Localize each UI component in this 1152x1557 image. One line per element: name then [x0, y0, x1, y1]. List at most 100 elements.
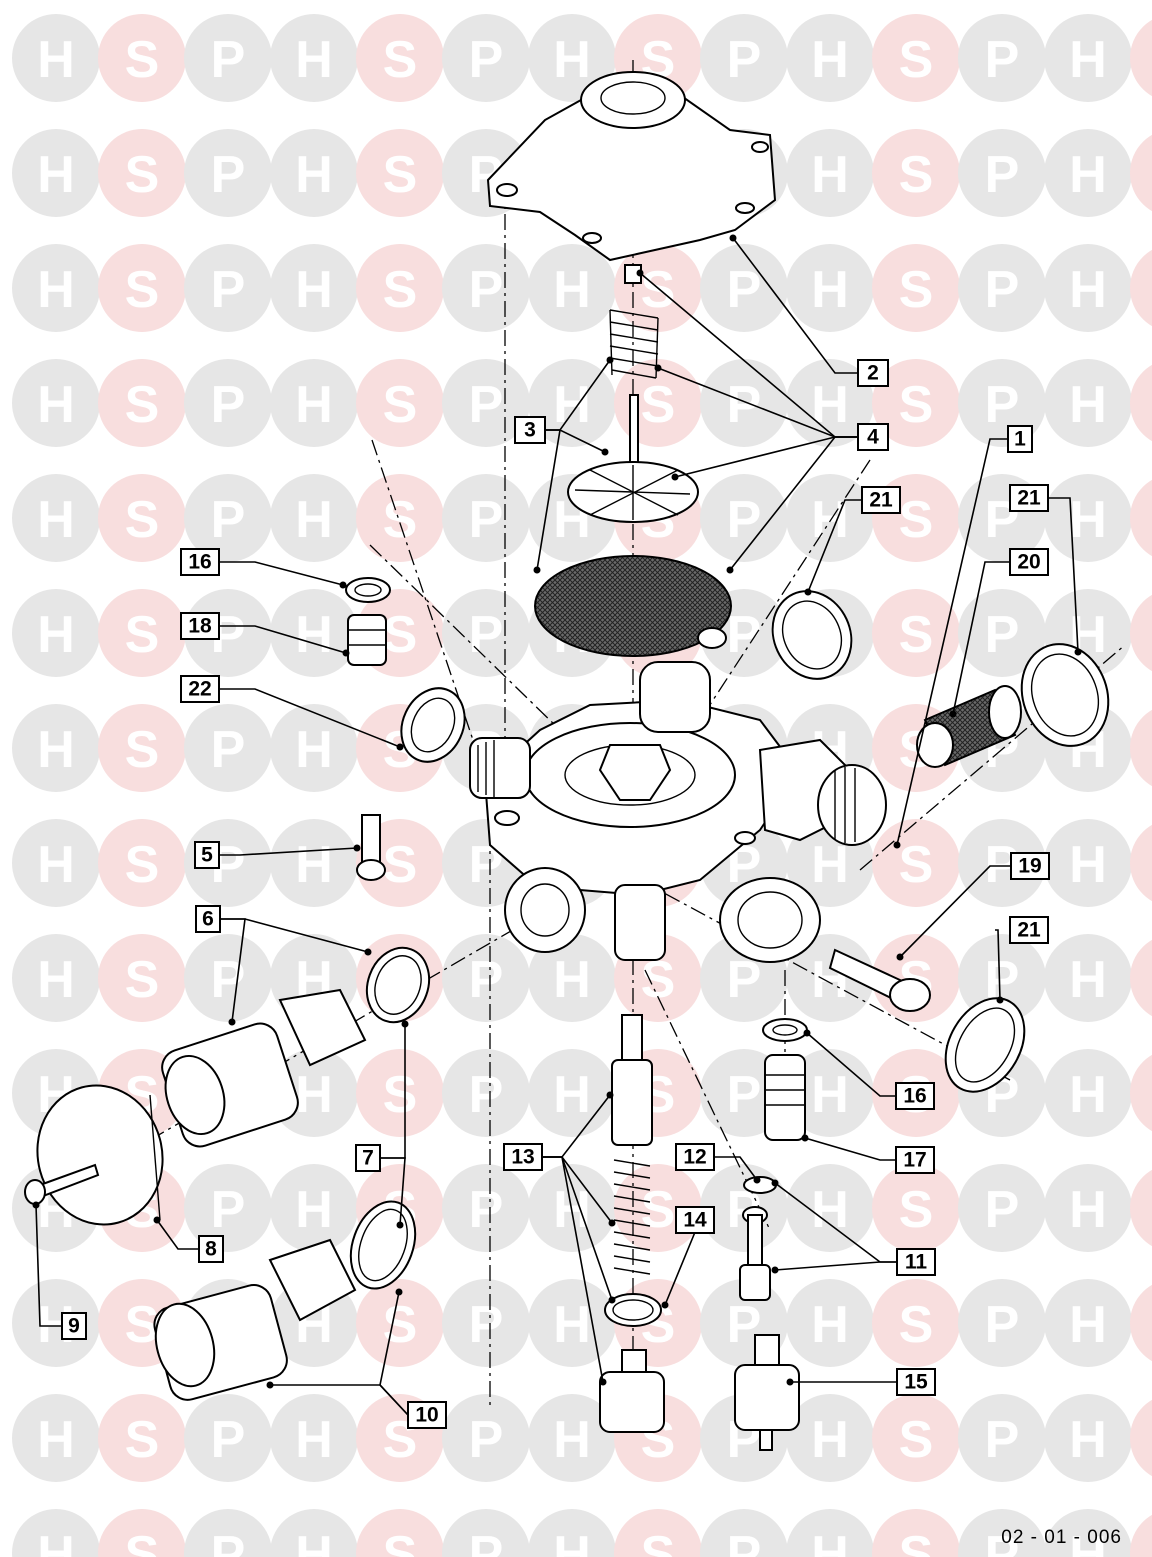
callout-13: 13	[503, 1143, 543, 1171]
watermark-tile: H	[270, 1164, 358, 1252]
watermark-tile: S	[1130, 364, 1152, 442]
part-seal-ring-left	[400, 687, 466, 763]
svg-text:P: P	[985, 261, 1020, 319]
svg-text:H: H	[1069, 951, 1107, 1009]
part-seal-ring-right	[1020, 643, 1110, 747]
watermark-tile: H	[12, 1509, 100, 1557]
watermark-tile: S	[356, 1509, 444, 1557]
watermark-tile: H	[1044, 1279, 1132, 1367]
part-check-valve-left	[599, 1349, 665, 1433]
watermark-tile: S	[872, 129, 960, 217]
svg-text:S: S	[125, 491, 160, 549]
watermark-tile: H	[12, 704, 100, 792]
watermark-tile: H	[528, 1509, 616, 1557]
watermark-tile: H	[1044, 934, 1132, 1022]
watermark-tile: S	[614, 1509, 702, 1557]
svg-text:S: S	[899, 376, 934, 434]
svg-text:P: P	[211, 146, 246, 204]
svg-text:P: P	[211, 721, 246, 779]
watermark-tile: S	[98, 1509, 186, 1557]
callout-7: 7	[355, 1144, 381, 1172]
svg-text:H: H	[37, 146, 75, 204]
callout-16-lower: 16	[895, 1082, 935, 1110]
svg-text:H: H	[1069, 31, 1107, 89]
svg-text:H: H	[37, 491, 75, 549]
part-top-cover	[486, 71, 777, 262]
part-check-valve-right	[734, 1334, 800, 1451]
callout-8-label: 8	[205, 1238, 217, 1261]
svg-text:P: P	[469, 951, 504, 1009]
part-plug	[347, 614, 387, 666]
watermark-tile: H	[270, 1394, 358, 1482]
callout-3: 3	[514, 416, 546, 444]
svg-text:P: P	[985, 146, 1020, 204]
callout-20: 20	[1009, 548, 1049, 576]
watermark-tile: H	[1044, 359, 1132, 447]
watermark-tile: P	[958, 14, 1046, 102]
svg-text:S: S	[125, 376, 160, 434]
callout-22-label: 22	[188, 678, 211, 701]
callout-15: 15	[896, 1368, 936, 1396]
callout-2: 2	[857, 359, 889, 387]
watermark-tile: P	[958, 1394, 1046, 1482]
svg-text:S: S	[899, 491, 934, 549]
part-seal-ring-upper	[771, 590, 853, 680]
svg-text:S: S	[899, 1526, 934, 1557]
watermark-tile: S	[1130, 479, 1152, 557]
svg-text:S: S	[125, 146, 160, 204]
svg-text:P: P	[727, 31, 762, 89]
callout-21-upper-label: 21	[869, 489, 893, 512]
callout-17: 17	[895, 1146, 935, 1174]
diagram-reference-code: 02 - 01 - 006	[1001, 1527, 1122, 1548]
watermark-tile: S	[356, 1049, 444, 1137]
watermark-tile: S	[1130, 19, 1152, 97]
watermark-tile: S	[1130, 1169, 1152, 1247]
svg-text:H: H	[295, 721, 333, 779]
watermark-tile: S	[98, 704, 186, 792]
svg-text:P: P	[727, 376, 762, 434]
watermark-tile: H	[12, 14, 100, 102]
watermark-tile: S	[1130, 1514, 1152, 1557]
part-diaphragm	[534, 555, 732, 657]
svg-text:H: H	[295, 1066, 333, 1124]
callout-1-label: 1	[1014, 428, 1026, 451]
watermark-tile: H	[786, 1509, 874, 1557]
callout-18: 18	[180, 612, 220, 640]
svg-text:H: H	[295, 261, 333, 319]
watermark-tile: P	[700, 1509, 788, 1557]
callout-10: 10	[407, 1401, 447, 1429]
svg-text:S: S	[383, 261, 418, 319]
watermark-tile: H	[270, 359, 358, 447]
callout-3-label: 3	[524, 419, 536, 442]
watermark-tile: P	[184, 1394, 272, 1482]
svg-text:S: S	[899, 261, 934, 319]
part-plug-lower	[764, 1054, 806, 1141]
svg-text:S: S	[125, 1411, 160, 1469]
watermark-tile: H	[786, 14, 874, 102]
watermark-tile: H	[12, 934, 100, 1022]
callout-20-label: 20	[1017, 551, 1040, 574]
watermark-tile: H	[270, 474, 358, 562]
watermark-tile: S	[98, 1394, 186, 1482]
callout-10-label: 10	[415, 1404, 438, 1427]
callout-9: 9	[61, 1312, 87, 1340]
svg-text:S: S	[125, 606, 160, 664]
callout-16-upper: 16	[180, 548, 220, 576]
svg-text:H: H	[811, 1181, 849, 1239]
callout-11: 11	[896, 1248, 936, 1276]
part-spring-assembly	[609, 264, 659, 496]
svg-text:P: P	[211, 1181, 246, 1239]
svg-text:H: H	[1069, 376, 1107, 434]
callout-14: 14	[675, 1206, 715, 1234]
watermark-tile: H	[12, 359, 100, 447]
watermark-tile: H	[1044, 1164, 1132, 1252]
part-spindle	[611, 1014, 653, 1146]
svg-text:H: H	[295, 31, 333, 89]
callout-4-label: 4	[867, 426, 879, 449]
callout-16-upper-label: 16	[188, 551, 211, 574]
svg-text:P: P	[985, 1526, 1020, 1557]
callout-1: 1	[1007, 425, 1033, 453]
svg-text:P: P	[469, 491, 504, 549]
svg-text:S: S	[125, 951, 160, 1009]
